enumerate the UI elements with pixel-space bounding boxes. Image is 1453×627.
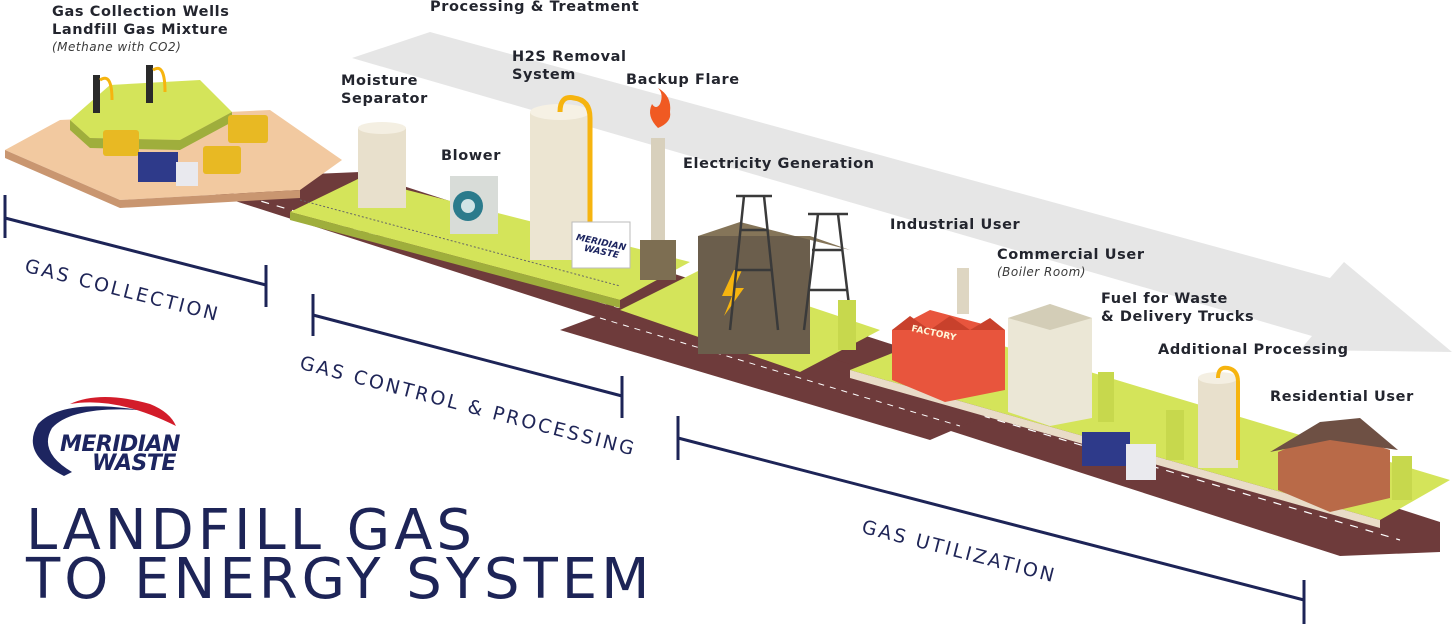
h2s-label: H2S Removal System <box>512 48 627 84</box>
meridian-logo-icon <box>32 397 176 476</box>
residential-label: Residential User <box>1270 389 1414 405</box>
processing-platform <box>290 178 690 300</box>
commercial-building <box>1008 304 1092 426</box>
moisture-label: Moisture Separator <box>341 72 428 108</box>
commercial-label: Commercial User <box>997 247 1145 263</box>
logo-line1: MERIDIAN <box>60 432 180 457</box>
gas-well <box>93 75 100 113</box>
page-title-line2: TO ENERGY SYSTEM <box>26 547 654 612</box>
flow-arrow <box>352 32 1452 352</box>
additional-processing-label: Additional Processing <box>1158 342 1349 358</box>
processing-label: Processing & Treatment <box>430 0 640 15</box>
gas-wells-label: Gas Collection Wells Landfill Gas Mixtur… <box>52 3 229 39</box>
stage-bracket-utilization <box>676 416 1306 624</box>
logo-line2: WASTE <box>92 451 176 476</box>
h2s-line2: System <box>512 67 577 83</box>
factory-building <box>892 310 1005 402</box>
backup-flare-label: Backup Flare <box>626 72 740 88</box>
page-title-line1: LANDFILL GAS <box>26 498 476 563</box>
collection-pad-edge <box>5 150 300 208</box>
flare-stack <box>651 138 665 242</box>
industrial-label: Industrial User <box>890 217 1021 233</box>
commercial-sub: (Boiler Room) <box>997 265 1086 279</box>
meridian-sign <box>571 221 631 269</box>
flame-icon <box>650 88 671 128</box>
fuel-label: Fuel for Waste & Delivery Trucks <box>1101 290 1254 326</box>
processing-platform-side <box>290 212 620 308</box>
bulldozer <box>203 146 241 174</box>
moisture-separator-tank <box>358 128 406 208</box>
moisture-line2: Separator <box>341 91 428 107</box>
gas-wells-line2: Landfill Gas Mixture <box>52 22 229 38</box>
bulldozer <box>228 115 268 143</box>
additional-processing-tank <box>1198 378 1238 468</box>
garbage-truck <box>138 152 178 182</box>
power-pylon <box>728 194 780 331</box>
fuel-line2: & Delivery Trucks <box>1101 309 1255 325</box>
factory-chimney <box>957 268 969 314</box>
h2s-line1: H2S Removal <box>512 49 627 65</box>
stage-bracket-control <box>311 294 624 418</box>
electricity-label: Electricity Generation <box>683 156 875 172</box>
power-pylon <box>802 212 854 331</box>
gas-wells-sub: (Methane with CO2) <box>52 40 182 54</box>
bulldozer <box>103 130 139 156</box>
delivery-truck <box>1082 432 1130 466</box>
blower-label: Blower <box>441 148 501 164</box>
fence <box>299 199 621 287</box>
generator-building <box>698 236 810 354</box>
gas-wells-line1: Gas Collection Wells <box>52 4 230 20</box>
gas-well <box>146 65 153 103</box>
fuel-line1: Fuel for Waste <box>1101 291 1228 307</box>
residential-house <box>1278 430 1390 512</box>
side-road-line <box>599 317 961 427</box>
moisture-line1: Moisture <box>341 73 419 89</box>
stage-bracket-collection <box>3 195 268 307</box>
